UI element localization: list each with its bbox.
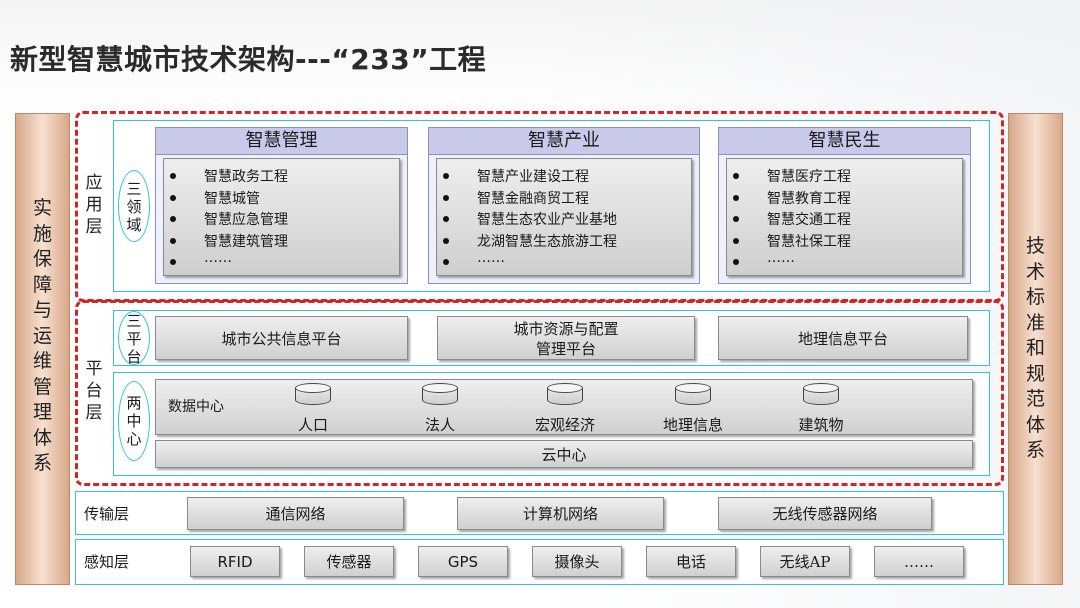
sensing-box: …… [874,546,964,577]
transport-box: 计算机网络 [457,497,664,530]
database-icon [803,383,839,409]
database-label: 法人 [424,416,455,434]
domain-item: 龙湖智慧生态旅游工程 [477,234,617,250]
data-center-label: 数据中心 [168,399,224,415]
right-pillar-text: 技术标准和规范体系 [1025,235,1045,461]
sensing-box: 摄像头 [532,546,622,577]
platform-box: 城市资源与配置管理平台 [437,316,695,360]
three-platforms-tag: 三平台 [118,311,150,366]
sensing-layer-label: 感知层 [84,553,130,571]
database-icon [675,383,711,409]
platform-layer-dashed-border [75,300,1004,486]
domain-card-livelihood: 智慧民生 智慧医疗工程 智慧教育工程 智慧交通工程 智慧社保工程 …… [718,127,971,284]
domain-item: 智慧产业建设工程 [477,169,589,185]
database-label: 建筑物 [798,416,844,434]
platform-layer-label: 平台层 [85,359,103,423]
database-icon [422,383,458,409]
cloud-center-box: 云中心 [155,440,973,468]
sensing-box: GPS [418,546,508,577]
domain-item: 智慧城管 [204,191,260,207]
domain-item: 智慧医疗工程 [767,169,851,185]
sensing-box: 传感器 [304,546,394,577]
domain-item: 智慧政务工程 [204,169,288,185]
three-domains-tag: 三领域 [118,170,150,242]
domain-item: 智慧教育工程 [767,191,851,207]
domain-card-management: 智慧管理 智慧政务工程 智慧城管 智慧应急管理 智慧建筑管理 …… [155,127,408,284]
database-label: 地理信息 [662,416,723,434]
page-title: 新型智慧城市技术架构---“233”工程 [10,43,487,76]
application-layer-label: 应用层 [85,173,103,237]
domain-item: 智慧交通工程 [767,212,851,228]
transport-layer-label: 传输层 [84,505,130,523]
domain-item: 智慧金融商贸工程 [477,191,589,207]
sensing-box: 无线AP [760,546,850,577]
domain-title: 智慧产业 [429,128,699,155]
domain-item: …… [204,250,232,266]
domain-title: 智慧民生 [719,128,970,155]
domain-title: 智慧管理 [156,128,407,155]
left-pillar-text: 实施保障与运维管理体系 [32,197,52,474]
domain-item: …… [767,250,795,266]
right-pillar: 技术标准和规范体系 [1008,113,1063,585]
domain-item: 智慧社保工程 [767,234,851,250]
domain-item: 智慧生态农业产业基地 [477,212,617,228]
platform-box: 地理信息平台 [718,316,968,360]
sensing-box: RFID [190,546,280,577]
database-icon [547,383,583,409]
domain-items-box: 智慧政务工程 智慧城管 智慧应急管理 智慧建筑管理 …… [163,158,400,276]
domain-item: …… [477,250,505,266]
domain-items-box: 智慧医疗工程 智慧教育工程 智慧交通工程 智慧社保工程 …… [726,158,963,276]
domain-item: 智慧建筑管理 [204,234,288,250]
domain-items-box: 智慧产业建设工程 智慧金融商贸工程 智慧生态农业产业基地 龙湖智慧生态旅游工程 … [436,158,692,276]
domain-card-industry: 智慧产业 智慧产业建设工程 智慧金融商贸工程 智慧生态农业产业基地 龙湖智慧生态… [428,127,700,284]
database-label: 人口 [297,416,328,434]
sensing-box: 电话 [646,546,736,577]
transport-box: 无线传感器网络 [718,497,932,530]
database-label: 宏观经济 [534,416,595,434]
domain-item: 智慧应急管理 [204,212,288,228]
transport-box: 通信网络 [187,497,404,530]
platform-box: 城市公共信息平台 [155,316,408,360]
database-icon [295,383,331,409]
two-centers-tag: 两中心 [118,381,150,461]
left-pillar: 实施保障与运维管理体系 [15,113,70,585]
